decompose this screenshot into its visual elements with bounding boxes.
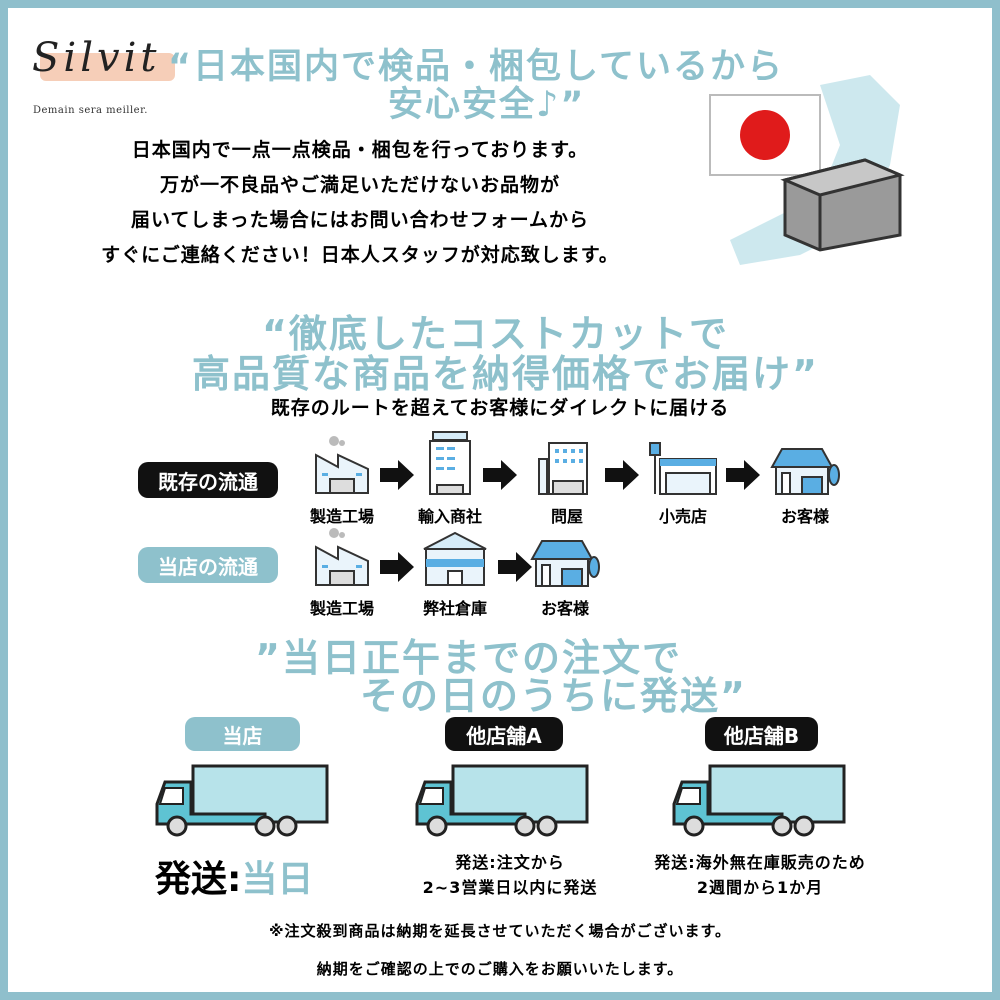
our-flow-label: 当店の流通 [138, 547, 278, 583]
section3-heading-line2: その日のうちに発送” [360, 674, 747, 718]
note-line: 納期をご確認の上でのご購入をお願いいたします。 [316, 960, 684, 978]
truck-icon [415, 762, 590, 841]
shipping-a: 発送:注文から 2~3営業日以内に発送 [390, 850, 630, 900]
shipping-a-line1: 発送:注文から [455, 853, 565, 872]
truck-icon [155, 762, 330, 841]
flow-step-label: 問屋 [550, 507, 583, 526]
arrow-right-icon [380, 552, 414, 582]
shipping-prefix: 発送: [155, 859, 242, 900]
shipping-a-line2: 2~3営業日以内に発送 [422, 878, 598, 897]
section3-heading-line1: ”当日正午までの注文で [255, 636, 682, 680]
arrow-right-icon [605, 460, 639, 490]
body-line: 日本国内で一点一点検品・梱包を行っております。 [131, 139, 589, 161]
wholesale-icon [537, 441, 597, 499]
note-line: ※注文殺到商品は納期を延長させていただく場合がございます。 [268, 922, 732, 940]
shipping-ours: 発送:当日 [155, 850, 313, 902]
flow-step-label: 輸入商社 [417, 507, 482, 526]
body-line: 万が一不良品やご満足いただけないお品物が [159, 174, 560, 196]
flow-step-label: 弊社倉庫 [422, 599, 487, 618]
shipping-b: 発送:海外無在庫販売のため 2週間から1か月 [620, 850, 900, 900]
house-icon [770, 447, 840, 499]
section1-heading-line1: “日本国内で検品・梱包しているから [168, 47, 784, 87]
house-icon [530, 539, 600, 591]
flow-step-label: お客様 [780, 507, 829, 526]
logo-brand: Silvit [32, 35, 161, 81]
warehouse-icon [420, 531, 490, 591]
office-icon [425, 431, 475, 499]
truck-icon [672, 762, 847, 841]
section2-heading-line2: 高品質な商品を納得価格でお届け” [192, 352, 819, 396]
section1-heading-line2: 安心安全♪” [388, 85, 586, 125]
factory-icon [312, 435, 372, 499]
logo: Silvit [30, 35, 180, 95]
store-icon [648, 441, 718, 499]
existing-flow-label: 既存の流通 [138, 462, 278, 498]
factory-icon [312, 527, 372, 591]
section2-subtitle: 既存のルートを超えてお客様にダイレクトに届ける [270, 397, 730, 419]
arrow-right-icon [483, 460, 517, 490]
shop-badge-ours: 当店 [185, 717, 300, 751]
flow-step-label: 製造工場 [309, 507, 374, 526]
shipping-value: 当日 [241, 859, 314, 900]
logo-tagline: Demain sera meiller. [33, 105, 148, 116]
body-line: 届いてしまった場合にはお問い合わせフォームから [130, 209, 590, 231]
section2-heading-line1: “徹底したコストカットで [262, 312, 729, 356]
section1-body: 日本国内で一点一点検品・梱包を行っております。 万が一不良品やご満足いただけない… [40, 135, 680, 275]
shipping-b-line1: 発送:海外無在庫販売のため [654, 853, 866, 872]
japan-flag-and-box-illustration [709, 75, 905, 265]
arrow-right-icon [380, 460, 414, 490]
arrow-right-icon [726, 460, 760, 490]
flow-step-label: 製造工場 [309, 599, 374, 618]
flow-step-label: お客様 [540, 599, 589, 618]
arrow-right-icon [498, 552, 532, 582]
shop-badge-a: 他店舗A [445, 717, 563, 751]
body-line: すぐにご連絡ください！日本人スタッフが対応致します。 [101, 244, 619, 266]
shipping-b-line2: 2週間から1か月 [696, 878, 824, 897]
shop-badge-b: 他店舗B [705, 717, 818, 751]
flow-step-label: 小売店 [658, 507, 707, 526]
